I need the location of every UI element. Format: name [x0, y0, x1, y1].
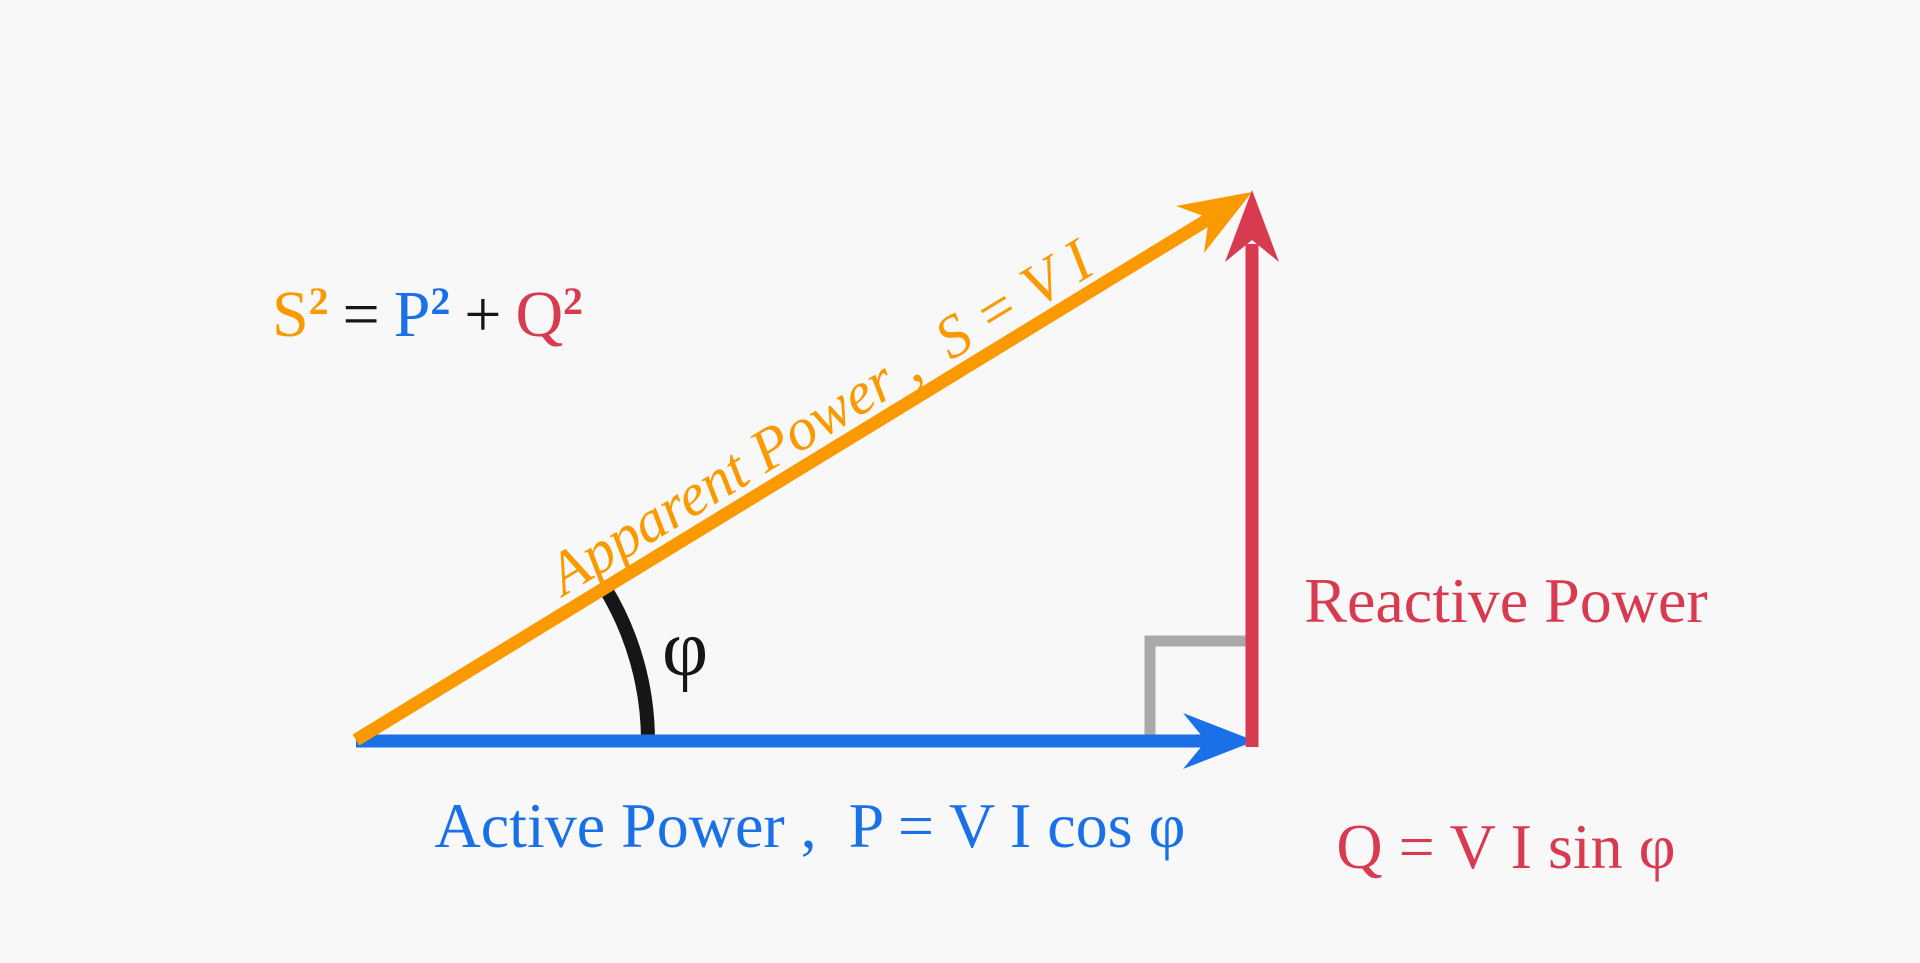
reactive-power-label: Reactive Power Q = V I sin φ: [1283, 396, 1729, 963]
reactive-power-arrowhead-icon: [1225, 190, 1279, 262]
right-angle-marker: [1144, 635, 1252, 746]
reactive-power-arrow: [1225, 190, 1279, 747]
formula-equals: =: [342, 278, 380, 352]
formula-s-term: S2: [272, 278, 329, 352]
active-power-arrow: [356, 713, 1255, 769]
formula-plus: +: [464, 278, 502, 352]
active-power-arrowhead-icon: [1183, 713, 1255, 769]
reactive-power-label-line2: Q = V I sin φ: [1336, 810, 1676, 882]
active-power-label: Active Power , P = V I cos φ: [434, 790, 1186, 861]
apparent-power-arrow: [352, 192, 1252, 746]
reactive-power-label-line1: Reactive Power: [1304, 564, 1708, 636]
apparent-power-arrowhead-icon: [1176, 192, 1252, 253]
apparent-power-shaft: [352, 211, 1216, 746]
pythagorean-formula: S2=P2+Q2: [206, 196, 583, 434]
phi-angle-arc: [599, 584, 655, 742]
formula-p-term: P2: [393, 278, 451, 352]
phi-angle-label: φ: [662, 605, 709, 693]
formula-q-term: Q2: [515, 278, 583, 352]
